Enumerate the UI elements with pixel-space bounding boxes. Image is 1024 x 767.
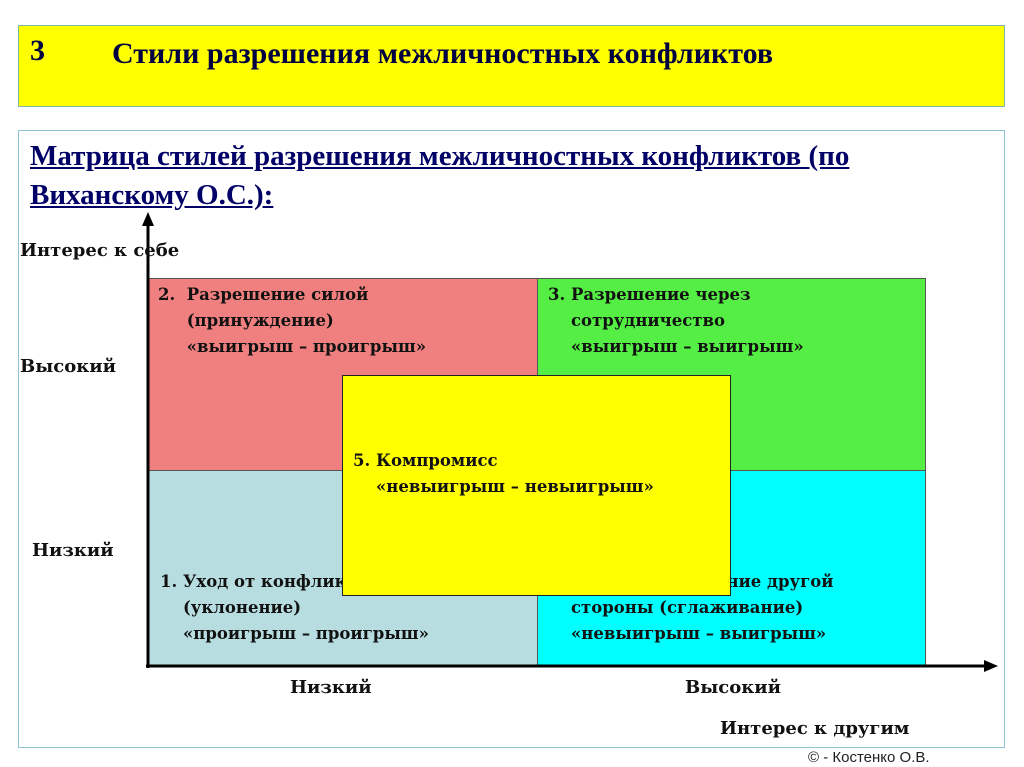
center-compromise-text: 5. Компромисс «невыигрыш – невыигрыш»: [353, 451, 654, 496]
x-high-label: Высокий: [685, 677, 781, 698]
quadrant-avoidance-text: 1. Уход от конфликта (уклонение) «проигр…: [160, 572, 429, 643]
quadrant-collaboration: 3. Разрешение через сотрудничество «выиг…: [537, 278, 926, 471]
y-high-label: Высокий: [20, 356, 116, 377]
y-axis-label: Интерес к себе: [20, 240, 180, 261]
x-axis-label: Интерес к другим: [720, 718, 910, 739]
y-low-label: Низкий: [32, 540, 114, 561]
content-frame: [18, 130, 1005, 748]
y-axis-arrow-icon: [142, 212, 154, 226]
slide-title: Стили разрешения межличностных конфликто…: [112, 37, 774, 70]
quadrant-force-text: 2. Разрешение силой (принуждение) «выигр…: [158, 285, 427, 356]
center-compromise: 5. Компромисс «невыигрыш – невыигрыш»: [342, 375, 731, 596]
copyright: © - Костенко О.В.: [808, 749, 930, 766]
x-axis-arrow-icon: [984, 660, 998, 672]
title-banner: [18, 25, 1005, 107]
matrix-heading: Матрица стилей разрешения межличностных …: [30, 140, 850, 211]
title-number: 3: [30, 34, 45, 67]
quadrant-collaboration-text: 3. Разрешение через сотрудничество «выиг…: [548, 285, 804, 356]
x-low-label: Низкий: [290, 677, 372, 698]
